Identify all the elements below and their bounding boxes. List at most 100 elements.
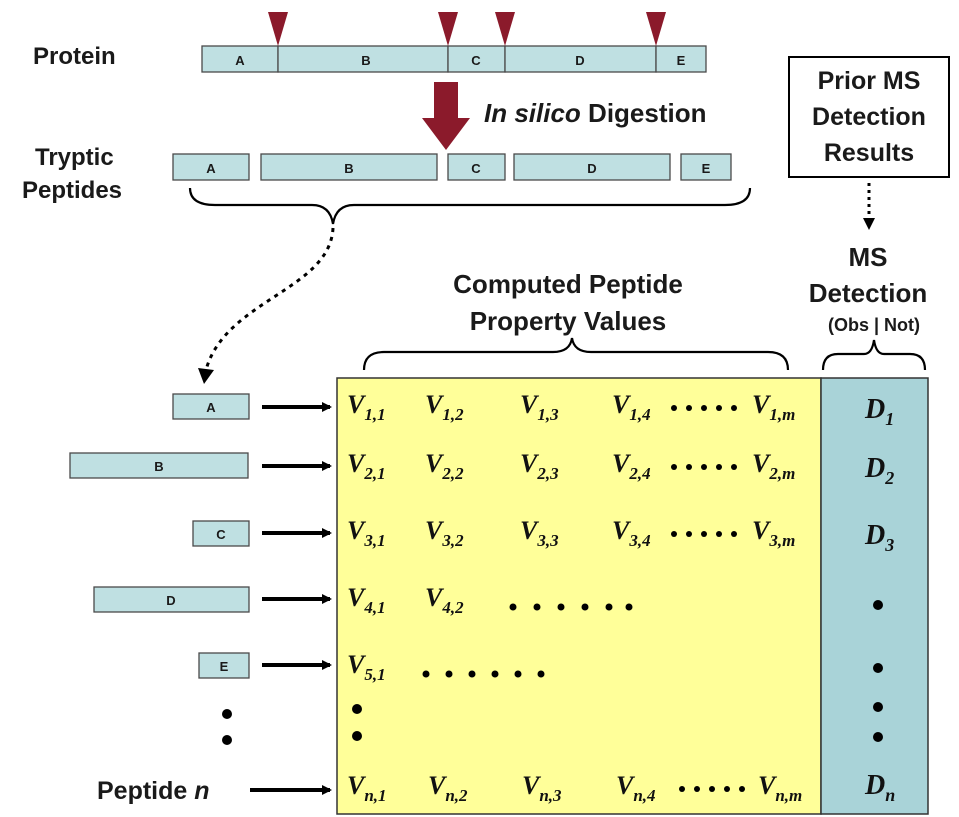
value-cell: V2,3	[520, 449, 559, 483]
left-ellipsis	[222, 709, 232, 745]
tryptic-peptide-e	[680, 153, 732, 181]
value-cell: V3,2	[425, 516, 464, 550]
ms-detection-line3: (Obs | Not)	[828, 315, 920, 335]
protein-segment-a	[201, 45, 279, 73]
protein-segment-label-e: E	[677, 53, 686, 68]
tryptic-peptide-c	[447, 153, 506, 181]
value-cell: V3,4	[612, 516, 651, 550]
prior-ms-arrowhead-icon	[863, 218, 875, 230]
row-ellipsis	[679, 786, 745, 792]
computed-values-brace	[362, 337, 790, 371]
peptide-list: A B C D E	[69, 393, 250, 679]
value-cell: V5,1	[347, 650, 386, 684]
computed-values-line2: Property Values	[470, 306, 667, 336]
tryptic-peptide-label-c: C	[471, 161, 481, 176]
detection-column	[820, 377, 929, 815]
matrix-row-3: V3,1 V3,2 V3,3 V3,4 V3,m	[347, 516, 795, 550]
matrix-row-4: V4,1 V4,2	[347, 583, 633, 617]
digestion-arrow-icon	[422, 82, 470, 150]
prior-ms-line2: Detection	[812, 103, 926, 131]
matrix-vertical-ellipsis	[352, 704, 362, 741]
ms-detection-line2: Detection	[809, 278, 927, 308]
value-cell: V1,1	[347, 390, 386, 424]
value-cell: V4,1	[347, 583, 386, 617]
peptide-row-e	[198, 652, 250, 679]
protein-segment-label-b: B	[361, 53, 370, 68]
detection-cell: D3	[864, 520, 894, 555]
value-cell: V1,4	[612, 390, 651, 424]
value-cell: V1,3	[520, 390, 559, 424]
value-cell: V4,2	[425, 583, 464, 617]
row-ellipsis	[671, 464, 737, 470]
value-cell: Vn,4	[616, 771, 656, 805]
matrix-row-n: Vn,1 Vn,2 Vn,3 Vn,4 Vn,m	[347, 771, 802, 805]
dotted-arrowhead-icon	[198, 368, 214, 384]
protein-bar: A B C D E	[201, 45, 707, 73]
value-cell: V2,4	[612, 449, 651, 483]
value-cell: V2,2	[425, 449, 464, 483]
matrix-row-5: V5,1	[347, 650, 545, 684]
row-arrows	[250, 402, 332, 795]
value-cell: Vn,1	[347, 771, 387, 805]
peptide-row-label-a: A	[206, 400, 216, 415]
peptide-row-c	[192, 520, 250, 547]
cleavage-triangle-icon	[646, 12, 666, 46]
prior-ms-line1: Prior MS	[818, 67, 921, 95]
digestion-label: In silico Digestion	[484, 98, 706, 128]
value-cell: V3,1	[347, 516, 386, 550]
matrix-row-2: V2,1 V2,2 V2,3 V2,4 V2,m	[347, 449, 795, 483]
matrix-row-1: V1,1 V1,2 V1,3 V1,4 V1,m	[347, 390, 795, 424]
value-cell: V3,3	[520, 516, 559, 550]
peptide-row-label-b: B	[154, 459, 163, 474]
property-value-matrix	[336, 377, 822, 815]
value-cell: V2,1	[347, 449, 386, 483]
row-ellipsis	[671, 531, 737, 537]
protein-segment-e	[655, 45, 707, 73]
tryptic-peptide-label-d: D	[587, 161, 596, 176]
tryptic-peptide-label-b: B	[344, 161, 353, 176]
row-ellipsis	[671, 405, 737, 411]
value-cell: V3,m	[752, 516, 795, 550]
detection-cell: D2	[864, 453, 894, 488]
tryptic-peptide-label-a: A	[206, 161, 216, 176]
value-cell: V1,2	[425, 390, 464, 424]
detection-vertical-ellipsis	[873, 600, 883, 742]
detection-brace	[821, 339, 927, 371]
peptide-row-label-d: D	[166, 593, 175, 608]
tryptic-brace	[188, 187, 752, 225]
protein-segment-label-d: D	[575, 53, 584, 68]
value-cell: V1,m	[752, 390, 795, 424]
protein-segment-label-a: A	[235, 53, 245, 68]
ms-detection-line1: MS	[849, 242, 888, 272]
row-ellipsis	[509, 603, 633, 611]
protein-segment-label-c: C	[471, 53, 481, 68]
value-cell: V2,m	[752, 449, 795, 483]
peptide-n-label: Peptide n	[97, 777, 210, 805]
detection-cell: D1	[864, 394, 894, 429]
value-cell: Vn,m	[758, 771, 802, 805]
value-cell: Vn,3	[522, 771, 562, 805]
peptide-row-b	[69, 452, 249, 479]
dotted-flow-arrow	[204, 227, 335, 371]
peptide-row-a	[172, 393, 250, 420]
protein-label: Protein	[33, 43, 116, 70]
protein-segment-c	[447, 45, 506, 73]
tryptic-peptide-label-e: E	[702, 161, 711, 176]
value-cell: Vn,2	[428, 771, 468, 805]
peptide-row-d	[93, 586, 250, 613]
peptide-row-label-c: C	[216, 527, 226, 542]
cleavage-triangle-icon	[268, 12, 288, 46]
detection-cell: Dn	[864, 770, 895, 805]
tryptic-peptide-d	[513, 153, 671, 181]
tryptic-peptide-b	[260, 153, 438, 181]
tryptic-peptides: A B C D E	[172, 153, 732, 181]
tryptic-peptide-a	[172, 153, 250, 181]
protein-segment-b	[277, 45, 449, 73]
cleavage-triangle-icon	[438, 12, 458, 46]
cleavage-triangle-icon	[495, 12, 515, 46]
computed-values-line1: Computed Peptide	[453, 269, 683, 299]
peptide-row-label-e: E	[220, 659, 229, 674]
detection-values: D1 D2 D3 Dn	[864, 394, 895, 805]
row-ellipsis	[422, 670, 545, 678]
